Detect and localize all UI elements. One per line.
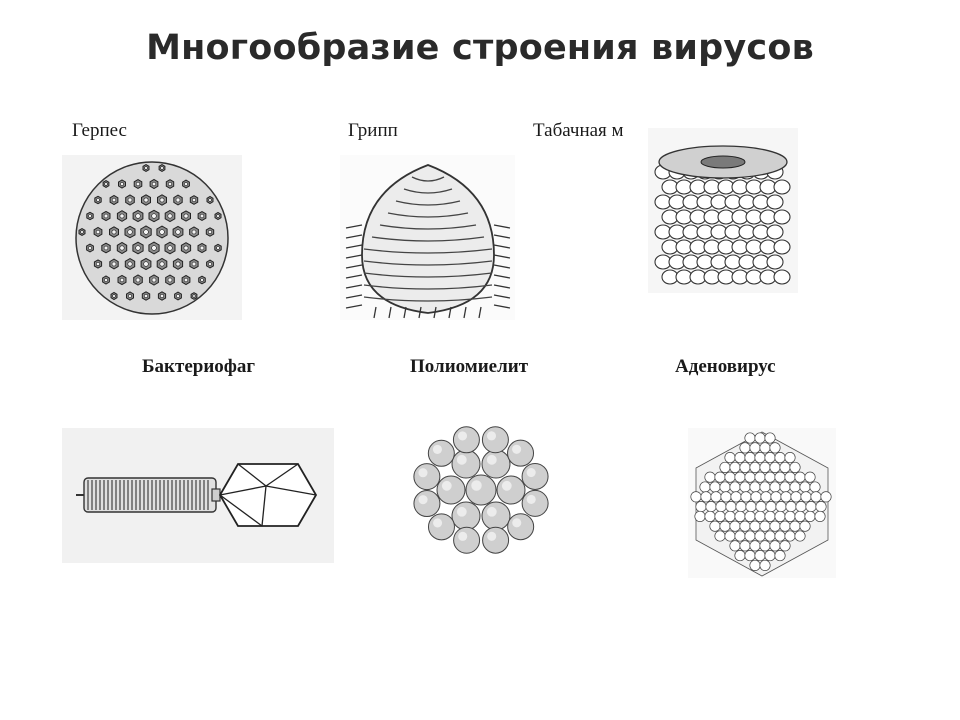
bacteriophage-image	[62, 428, 334, 563]
label-adenovirus: Аденовирус	[675, 356, 776, 377]
label-influenza: Грипп	[348, 120, 398, 141]
label-poliomyelitis: Полиомиелит	[410, 356, 529, 377]
adenovirus-image	[688, 428, 836, 578]
influenza-virus-image	[340, 155, 515, 320]
label-tobacco-mosaic: Табачная м	[533, 120, 624, 141]
tobacco-mosaic-virus-image	[648, 128, 798, 293]
slide-title: Многообразие строения вирусов	[146, 28, 814, 68]
poliovirus-image	[405, 420, 557, 560]
herpes-virus-image	[62, 155, 242, 320]
label-herpes: Герпес	[72, 120, 127, 141]
label-bacteriophage: Бактериофаг	[142, 356, 256, 377]
